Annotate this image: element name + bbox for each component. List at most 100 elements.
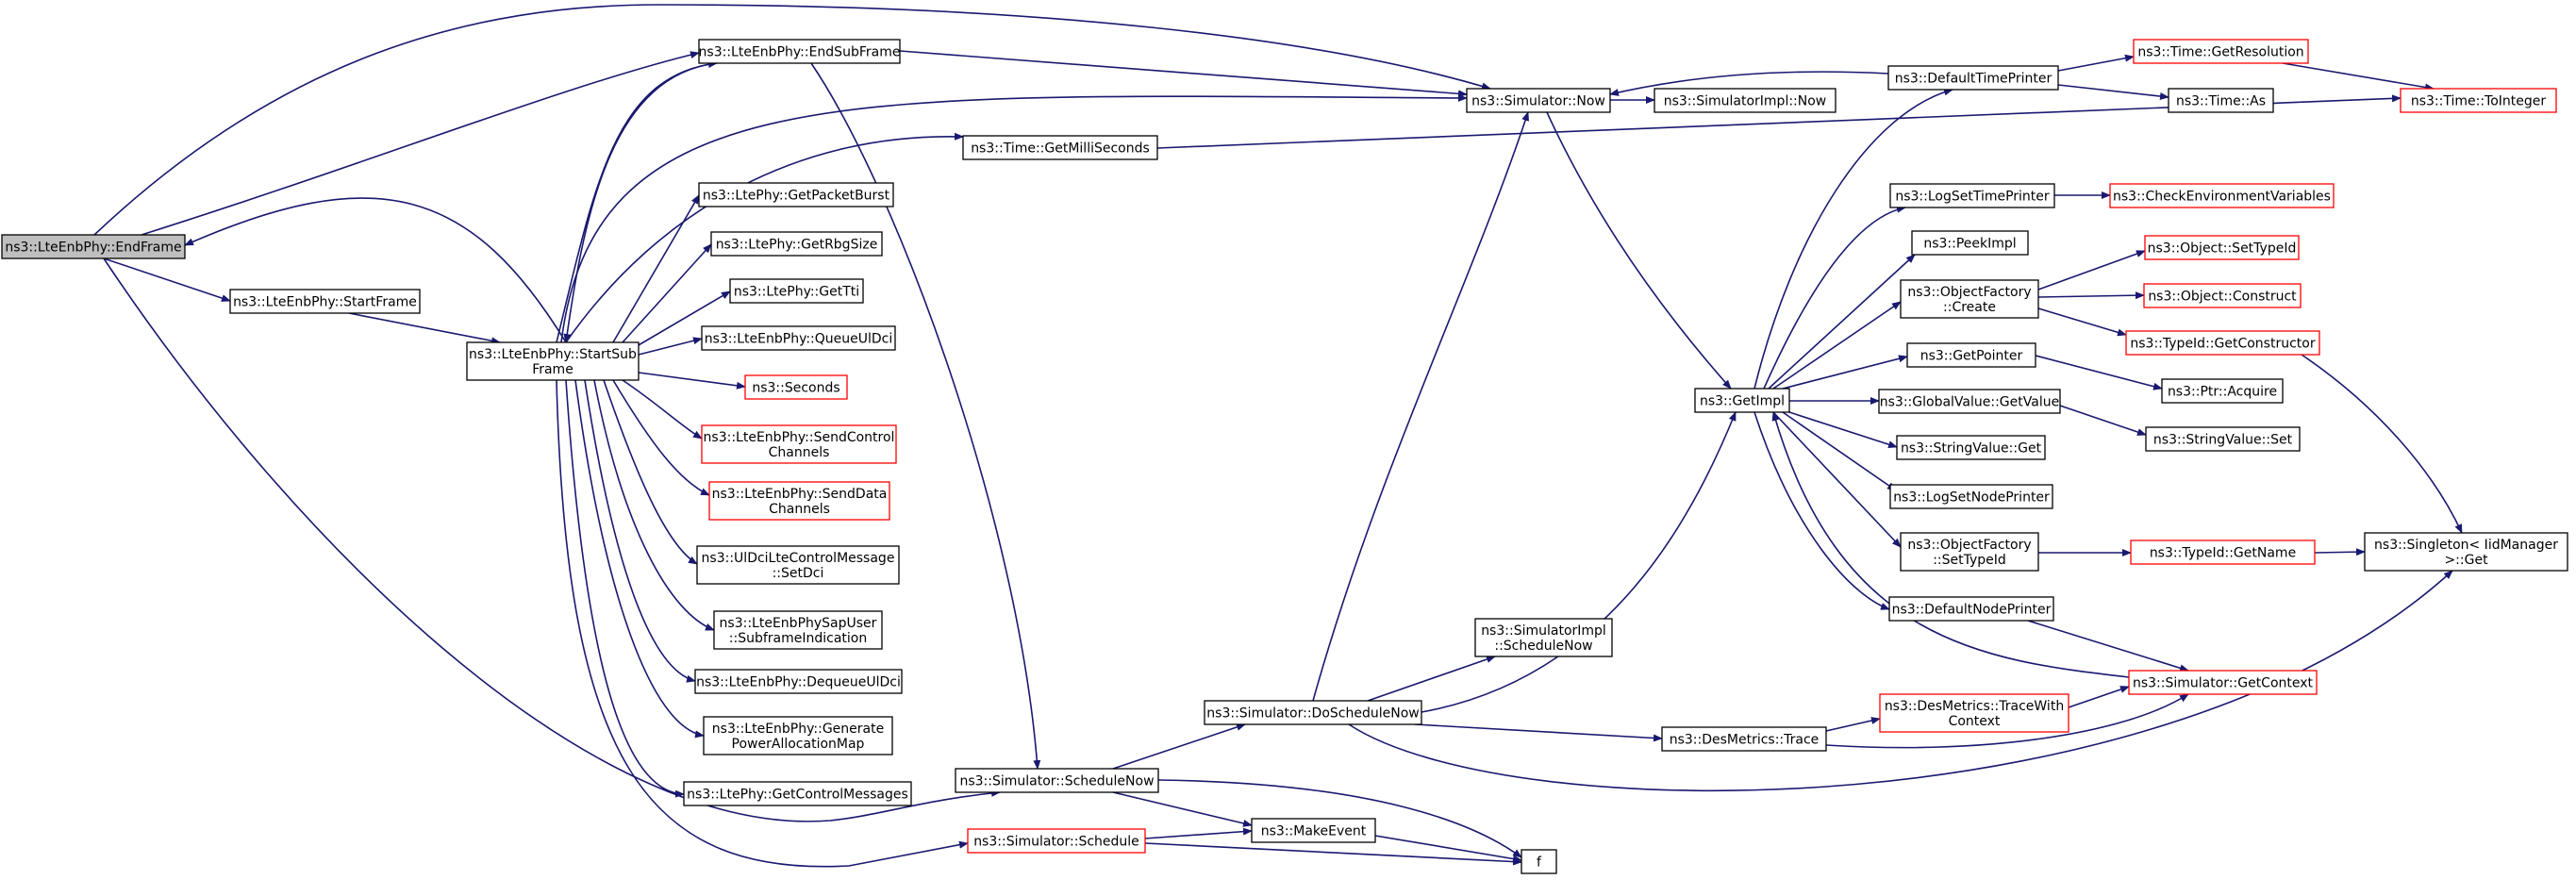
node-svget[interactable]: ns3::StringValue::Get	[1896, 435, 2046, 460]
node-simimplschednow[interactable]: ns3::SimulatorImpl::ScheduleNow	[1474, 618, 1613, 657]
node-label-simimplschednow-0: ns3::SimulatorImpl	[1481, 623, 1606, 639]
node-queueuldci[interactable]: ns3::LteEnbPhy::QueueUlDci	[701, 325, 896, 351]
node-peekimpl[interactable]: ns3::PeekImpl	[1911, 230, 2029, 256]
node-label-defaultnodeprinter-0: ns3::DefaultNodePrinter	[1892, 603, 2052, 618]
node-getimpl[interactable]: ns3::GetImpl	[1694, 388, 1790, 413]
node-label-ofsettypeid-0: ns3::ObjectFactory	[1907, 538, 2031, 553]
node-box-getcontrolmsgs	[683, 781, 912, 806]
node-getmilliseconds[interactable]: ns3::Time::GetMilliSeconds	[962, 135, 1158, 160]
node-box-objconstruct	[2143, 283, 2302, 308]
node-simgetcontext[interactable]: ns3::Simulator::GetContext	[2128, 670, 2318, 695]
node-doschedulenow[interactable]: ns3::Simulator::DoScheduleNow	[1204, 700, 1422, 725]
node-defaulttimeprinter[interactable]: ns3::DefaultTimePrinter	[1887, 65, 2059, 91]
node-seconds[interactable]: ns3::Seconds	[744, 374, 848, 400]
node-label-ofsettypeid-1: ::SetTypeId	[1933, 553, 2006, 568]
node-dequeueuldci[interactable]: ns3::LteEnbPhy::DequeueUlDci	[694, 669, 903, 694]
node-tointeger[interactable]: ns3::Time::ToInteger	[2400, 88, 2557, 113]
node-getconstructor[interactable]: ns3::TypeId::GetConstructor	[2125, 330, 2320, 356]
node-getrbgsize[interactable]: ns3::LtePhy::GetRbgSize	[710, 231, 883, 257]
edge-ofcreate-to-getconstructor	[2037, 307, 2127, 337]
node-label-getresolution-0: ns3::Time::GetResolution	[2137, 45, 2303, 60]
node-endframe: ns3::LteEnbPhy::EndFrame	[1, 234, 186, 259]
node-label-schedulenow-0: ns3::Simulator::ScheduleNow	[959, 774, 1154, 789]
node-f[interactable]: f	[1521, 849, 1557, 874]
node-label-startsubframe-1: Frame	[532, 362, 573, 377]
node-checkenv[interactable]: ns3::CheckEnvironmentVariables	[2109, 183, 2335, 208]
edge-doschedulenow-to-simnow	[1312, 111, 1529, 702]
node-label-seconds-0: ns3::Seconds	[752, 381, 839, 396]
node-typeidgetname[interactable]: ns3::TypeId::GetName	[2130, 540, 2316, 565]
node-simnow[interactable]: ns3::Simulator::Now	[1466, 88, 1611, 113]
edge-endframe-to-schedulenow	[103, 257, 1001, 822]
node-label-getpacketburst-0: ns3::LtePhy::GetPacketBurst	[703, 189, 890, 204]
node-box-schedulenow	[955, 768, 1159, 793]
edge-startsubframe-to-seconds	[638, 372, 746, 390]
node-gettti[interactable]: ns3::LtePhy::GetTti	[729, 278, 864, 304]
edge-defaultnodeprinter-to-simgetcontext	[2027, 620, 2189, 672]
node-getcontrolmsgs[interactable]: ns3::LtePhy::GetControlMessages	[683, 781, 912, 806]
node-ptracquire[interactable]: ns3::Ptr::Acquire	[2161, 378, 2284, 404]
node-ofsettypeid[interactable]: ns3::ObjectFactory::SetTypeId	[1900, 532, 2039, 572]
node-getpointer[interactable]: ns3::GetPointer	[1906, 342, 2036, 368]
node-svset[interactable]: ns3::StringValue::Set	[2145, 426, 2301, 452]
edge-startsubframe-to-endframe	[184, 197, 567, 343]
node-objsettypeid[interactable]: ns3::Object::SetTypeId	[2144, 235, 2300, 260]
node-subframeind[interactable]: ns3::LteEnbPhySapUser::SubframeIndicatio…	[713, 610, 883, 650]
node-label-getimpl-0: ns3::GetImpl	[1700, 394, 1785, 409]
node-makeevent[interactable]: ns3::MakeEvent	[1251, 818, 1376, 843]
node-box-simimplschednow	[1474, 618, 1613, 657]
node-box-simnow	[1466, 88, 1611, 113]
node-gvgetvalue[interactable]: ns3::GlobalValue::GetValue	[1878, 389, 2061, 414]
node-box-senddata	[708, 481, 890, 521]
node-objconstruct[interactable]: ns3::Object::Construct	[2143, 283, 2302, 308]
edge-defaulttimeprinter-to-timeas	[2057, 84, 2169, 100]
node-box-typeidgetname	[2130, 540, 2316, 565]
node-schedule[interactable]: ns3::Simulator::Schedule	[967, 828, 1146, 854]
edge-endframe-to-endsubframe	[141, 51, 700, 236]
edge-startsubframe-to-generatepower	[574, 379, 705, 739]
edge-getimpl-to-logsetnodeprinter	[1782, 411, 1897, 491]
node-box-tointeger	[2400, 88, 2557, 113]
node-label-setdci-1: ::SetDci	[773, 566, 824, 581]
call-edges	[93, 4, 2463, 868]
node-label-endframe-0: ns3::LteEnbPhy::EndFrame	[5, 241, 181, 256]
node-startframe[interactable]: ns3::LteEnbPhy::StartFrame	[229, 289, 421, 314]
node-logsetnodeprinter[interactable]: ns3::LogSetNodePrinter	[1889, 484, 2053, 509]
node-box-logsetnodeprinter	[1889, 484, 2053, 509]
node-simimplnow[interactable]: ns3::SimulatorImpl::Now	[1654, 88, 1836, 113]
node-defaultnodeprinter[interactable]: ns3::DefaultNodePrinter	[1888, 596, 2054, 622]
edge-endsubframe-to-simnow	[899, 50, 1468, 98]
node-getresolution[interactable]: ns3::Time::GetResolution	[2133, 39, 2309, 64]
node-desmetricstrace[interactable]: ns3::DesMetrics::Trace	[1661, 726, 1827, 752]
node-box-queueuldci	[701, 325, 896, 351]
node-logsettimeprinter[interactable]: ns3::LogSetTimePrinter	[1889, 183, 2055, 208]
node-endsubframe[interactable]: ns3::LteEnbPhy::EndSubFrame	[698, 39, 901, 64]
node-getpacketburst[interactable]: ns3::LtePhy::GetPacketBurst	[698, 182, 894, 208]
node-timeas[interactable]: ns3::Time::As	[2168, 88, 2274, 113]
node-singletonget[interactable]: ns3::Singleton< IidManager >::Get	[2364, 532, 2568, 572]
edge-startsubframe-to-getrbgsize	[622, 243, 712, 343]
node-setdci[interactable]: ns3::UlDciLteControlMessage::SetDci	[696, 545, 900, 585]
node-label-doschedulenow-0: ns3::Simulator::DoScheduleNow	[1206, 706, 1419, 722]
node-ofcreate[interactable]: ns3::ObjectFactory::Create	[1900, 279, 2039, 319]
node-box-ofcreate	[1900, 279, 2039, 319]
edge-startsubframe-to-schedule	[556, 379, 969, 868]
edge-startsubframe-to-getpacketburst	[612, 194, 700, 343]
node-label-startframe-0: ns3::LteEnbPhy::StartFrame	[233, 295, 417, 310]
node-box-svget	[1896, 435, 2046, 460]
edge-gvgetvalue-to-svset	[2059, 405, 2147, 436]
edge-doschedulenow-to-desmetricstrace	[1414, 723, 1663, 742]
node-box-peekimpl	[1911, 230, 2029, 256]
node-box-endsubframe	[698, 39, 901, 64]
edge-endframe-to-simnow	[93, 4, 1491, 236]
node-label-f-0: f	[1537, 855, 1542, 871]
node-box-getrbgsize	[710, 231, 883, 257]
node-schedulenow[interactable]: ns3::Simulator::ScheduleNow	[955, 768, 1159, 793]
node-generatepower[interactable]: ns3::LteEnbPhy::GeneratePowerAllocationM…	[703, 716, 893, 755]
edge-getimpl-to-ofsettypeid	[1772, 411, 1902, 548]
